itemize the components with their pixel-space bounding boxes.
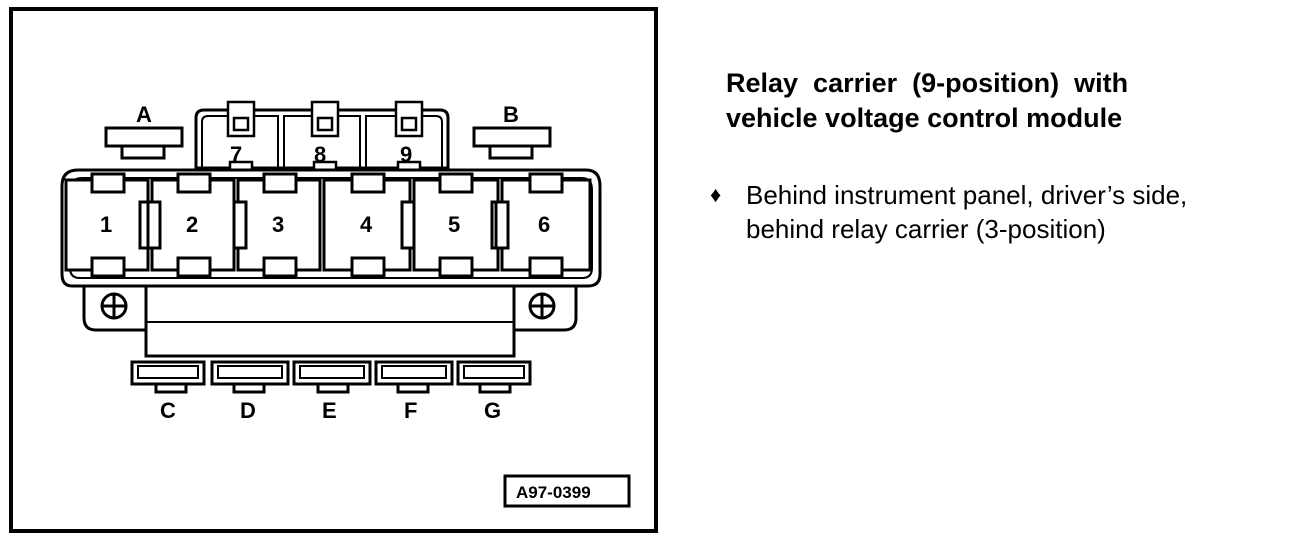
location-note-text: Behind instrument panel, driver’s side, … xyxy=(746,178,1306,246)
connector-label-d: D xyxy=(240,398,256,423)
diagram-title: Relay carrier (9-position) with vehicle … xyxy=(726,66,1296,136)
mounting-ear-left xyxy=(82,284,148,332)
connector-a-shape xyxy=(104,126,184,160)
reference-box xyxy=(503,474,631,508)
relay-label-7: 7 xyxy=(230,142,242,167)
reference-code: A97-0399 xyxy=(516,483,591,502)
title-line-2: vehicle voltage control module xyxy=(726,103,1123,133)
connector-label-a: A xyxy=(136,102,152,127)
relay-label-4: 4 xyxy=(360,212,373,237)
relay-label-2: 2 xyxy=(186,212,198,237)
connector-label-f: F xyxy=(404,398,417,423)
relay-label-8: 8 xyxy=(314,142,326,167)
note-line-2: behind relay carrier (3-position) xyxy=(746,214,1106,244)
relay-label-5: 5 xyxy=(448,212,460,237)
relay-label-6: 6 xyxy=(538,212,550,237)
lower-body xyxy=(144,284,516,358)
note-line-1: Behind instrument panel, driver’s side, xyxy=(746,180,1188,210)
connector-label-g: G xyxy=(484,398,501,423)
connector-label-e: E xyxy=(322,398,337,423)
relay-label-3: 3 xyxy=(272,212,284,237)
mounting-ear-right xyxy=(512,284,578,332)
connector-label-b: B xyxy=(503,102,519,127)
main-relay-sockets xyxy=(64,172,592,278)
diagram-frame xyxy=(9,7,658,533)
relay-label-9: 9 xyxy=(400,142,412,167)
connector-label-c: C xyxy=(160,398,176,423)
diamond-bullet-icon: ♦ xyxy=(710,182,722,207)
bottom-connectors xyxy=(130,360,532,394)
connector-b-shape xyxy=(472,126,552,160)
title-line-1: Relay carrier (9-position) with xyxy=(726,68,1129,98)
relay-label-1: 1 xyxy=(100,212,112,237)
